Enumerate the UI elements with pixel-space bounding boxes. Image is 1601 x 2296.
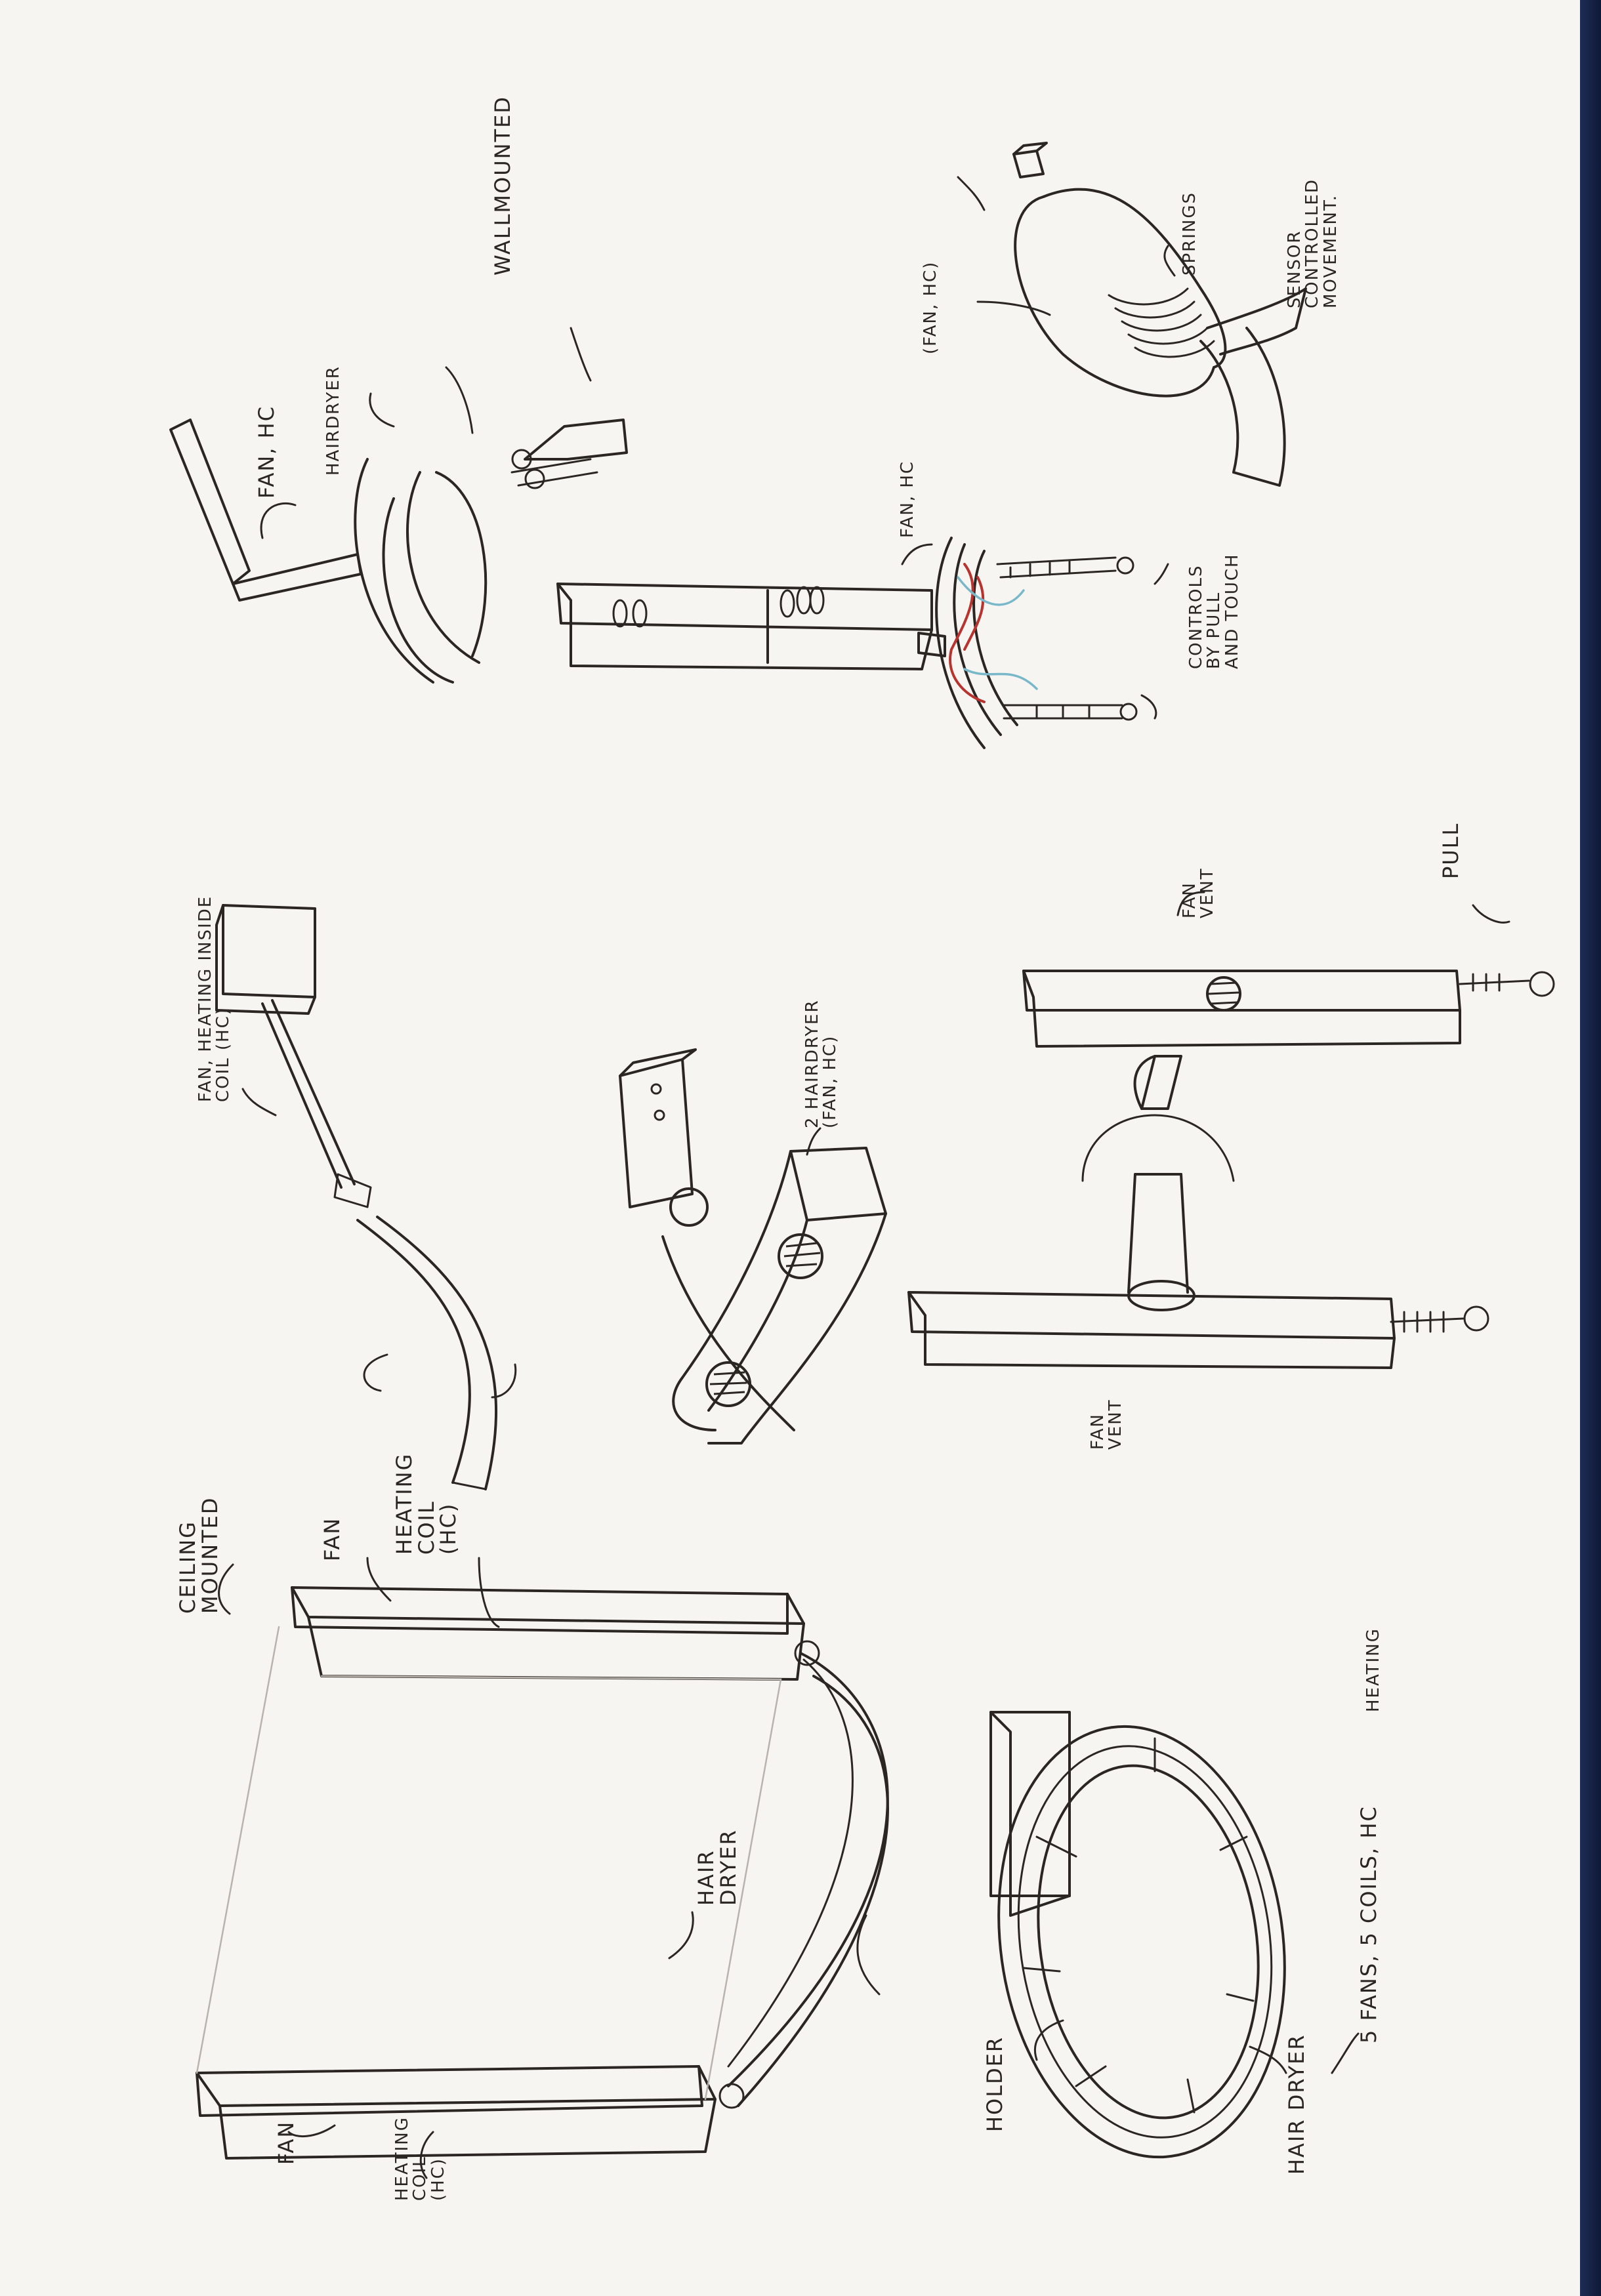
label-wall-mounted: WALLMOUNTED [490, 96, 515, 276]
label-hair-dryer-ring: HAIR DRYER [1284, 2034, 1309, 2175]
label-controls: CONTROLS BY PULL AND TOUCH [1186, 553, 1242, 669]
pull-pivot-concept [907, 891, 1555, 1369]
label-heating-sub: HEATING [1363, 1628, 1383, 1712]
label-fan-hc-wall: FAN, HC [254, 405, 279, 499]
label-holder: HOLDER [982, 2036, 1007, 2132]
wall-mounted-concept [169, 327, 628, 684]
label-fan-vent-right: FAN VENT [1180, 867, 1218, 918]
label-five-fans: 5 FANS, 5 COILS, HC [1356, 1805, 1381, 2043]
label-heating-coil-right: HEATING COIL (HC) [392, 1452, 461, 1555]
label-hairdryer-wall: HAIRDRYER [323, 365, 343, 476]
background-edge [1580, 0, 1601, 2296]
ceiling-mounted-concept [196, 1557, 889, 2179]
label-ceiling-mounted: CEILING MOUNTED [175, 1496, 222, 1614]
label-fan-right: FAN [320, 1517, 344, 1561]
label-two-hairdryer: 2 HAIRDRYER (FAN, HC) [802, 999, 841, 1128]
label-fan-left: FAN [274, 2120, 299, 2165]
label-hair-dryer-ceiling: HAIR DRYER [694, 1829, 741, 1906]
label-fan-vent-left: FAN VENT [1088, 1399, 1126, 1450]
twin-dryer-concept [619, 1048, 887, 1445]
label-fan-heating-inside: FAN, HEATING INSIDE COIL (HC) [196, 895, 234, 1102]
spring-concept [957, 142, 1307, 487]
pole-clamp-concept [556, 537, 1169, 749]
label-heating-coil-left: HEATING COIL (HC) [392, 2116, 448, 2201]
label-springs: SPRINGS [1180, 191, 1199, 276]
label-sensor: SENSOR CONTROLLED MOVEMENT. [1285, 178, 1341, 308]
label-fan-hc-pole: FAN, HC [898, 460, 917, 538]
label-fan-hc-spring: (FAN, HC) [921, 260, 940, 354]
swivel-arc-concept [215, 904, 517, 1490]
label-pull: PULL [1438, 822, 1463, 879]
holder-ring-concept [989, 1711, 1360, 2159]
